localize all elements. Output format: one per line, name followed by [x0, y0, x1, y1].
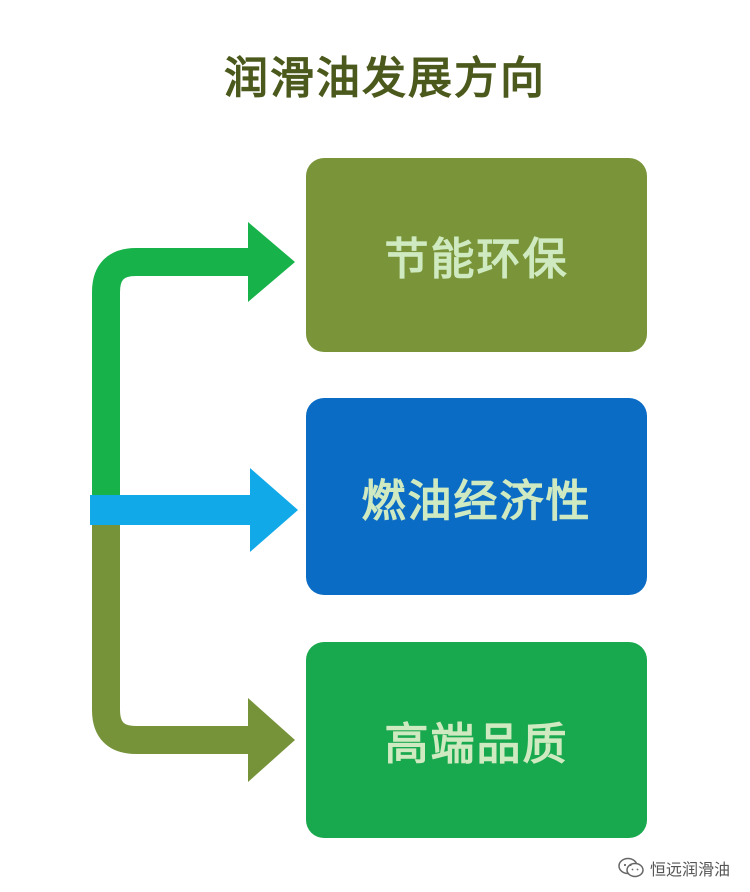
watermark-text: 恒远润滑油 [649, 860, 730, 879]
diagram-title: 润滑油发展方向 [224, 53, 546, 104]
arrowhead-fuel-economy [250, 468, 298, 552]
arrowhead-premium-quality [248, 698, 295, 782]
box-energy-saving: 节能环保 [306, 158, 647, 352]
box-fuel-economy: 燃油经济性 [306, 398, 647, 595]
wechat-icon [618, 857, 644, 878]
arrow-to-premium-quality [92, 510, 252, 754]
arrow-to-fuel-economy [90, 495, 255, 525]
arrow-to-energy-saving [92, 248, 252, 510]
arrowhead-energy-saving [248, 222, 295, 302]
watermark: 恒远润滑油 [618, 856, 730, 880]
box-premium-quality: 高端品质 [306, 642, 647, 838]
